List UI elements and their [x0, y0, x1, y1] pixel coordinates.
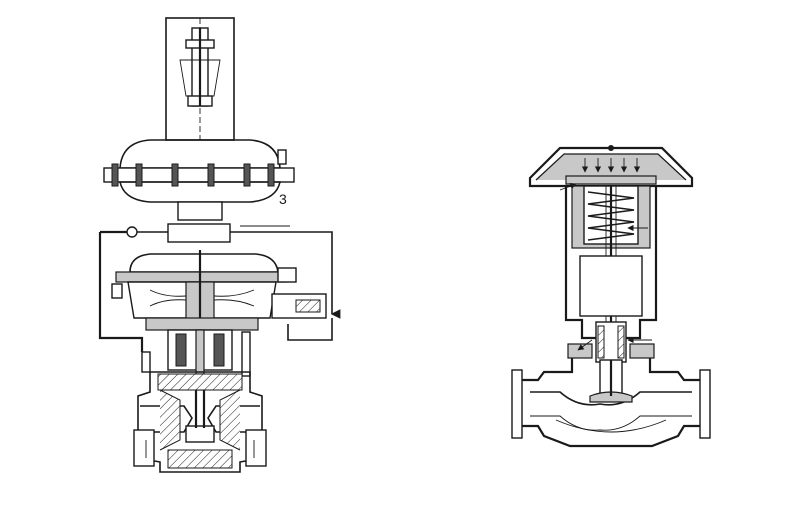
valve-body	[133, 371, 267, 473]
packing-box	[567, 321, 655, 363]
control-line-piping	[98, 223, 341, 352]
right-valve-assembly	[511, 145, 711, 448]
lower-diaphragm-actuator	[111, 250, 327, 340]
upper-diaphragm-case	[103, 139, 295, 221]
spring-coils	[587, 191, 635, 241]
callout-3-label: 3	[279, 191, 287, 207]
left-valve-assembly: 3	[98, 17, 341, 473]
case-bolts	[111, 163, 275, 187]
control-valve-body	[511, 358, 711, 448]
bonnet-and-stem	[141, 329, 251, 391]
pressure-arrows	[581, 158, 641, 173]
top-spring-housing	[165, 17, 235, 141]
diaphragm-cap	[528, 145, 694, 188]
